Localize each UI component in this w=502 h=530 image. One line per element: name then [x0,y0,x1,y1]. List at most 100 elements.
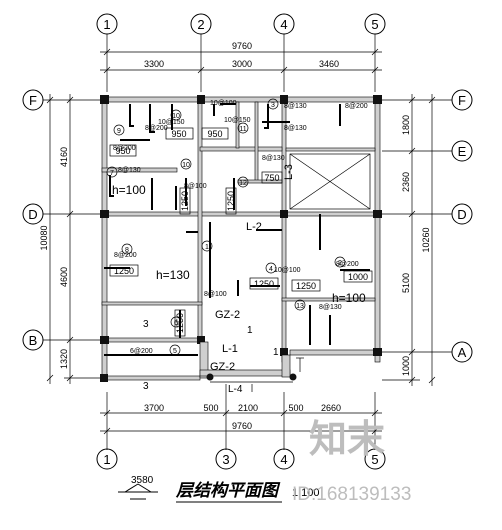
slab-thickness-2: h=130 [156,268,190,282]
rebar-number: 4 [269,266,273,273]
drawing-title: 层结构平面图 [175,481,281,500]
column-label-gz2-a: GZ-2 [215,309,240,321]
grid-label-right-A: A [458,345,467,360]
slab-thickness-1: h=100 [112,183,146,197]
rebar-spec: 8@200 [336,261,359,268]
dim-bottom-seg-2: 500 [203,403,218,413]
rebar-box [201,127,229,140]
rebar-box [261,171,283,184]
rebar-spec: 10@150 [224,117,251,124]
rebar-number: 9 [117,128,121,135]
rebar-box [179,187,191,215]
dim-bottom-seg-5: 2660 [321,403,341,413]
rebar-number: 13 [296,303,304,310]
rebar-number: 8 [125,247,129,254]
rebar-spec: 8@200 [114,252,137,259]
rebar-box-label: 950 [115,146,130,156]
grid-label-left-D: D [28,207,37,222]
beam-label-l3: L-3 [283,164,295,180]
rebar-box-label: 1250 [175,313,185,333]
grid-label-bottom-4: 4 [280,452,287,467]
dim-top-seg-3: 3460 [319,59,339,69]
dim-top-seg-1: 3300 [144,59,164,69]
right-axis-group: F E D A 1800 2360 5100 1000 10260 [382,89,473,386]
rebar-number: 1 [205,244,209,251]
rebar-box [249,277,279,290]
rebar-box [291,279,321,292]
beam-label-l2: L-2 [246,221,262,233]
grid-label-top-2: 2 [197,17,204,32]
rebar-box-label: 950 [207,129,222,139]
rebar-spec: 10@100 [210,100,237,107]
rebar-spec: 6@200 [130,348,153,355]
rebar-spec: 10@150 [158,119,185,126]
rebar-spec: 8@100 [204,291,227,298]
watermark-brand: 知末 [309,419,385,461]
rebar-box-label: 950 [171,129,186,139]
dim-right-seg-3: 5100 [401,273,411,293]
rebar-number: 6 [174,320,178,327]
rebar-spec: 10@100 [274,267,301,274]
column-label-gz2-b: GZ-2 [210,361,235,373]
section-mark-3b: 3 [143,381,149,392]
rebar-spec: 8@130 [284,103,307,110]
beam-label-l1: L-1 [222,343,238,355]
rebar-number: 11 [239,126,246,133]
rebar-box [109,144,137,157]
rebar-box [174,309,186,337]
dim-right-seg-1: 1800 [401,115,411,135]
grid-label-right-D: D [457,207,466,222]
rebar-box [225,187,237,215]
rebar-number: 5 [173,348,177,355]
rebar-box-label: 1250 [254,279,274,289]
grid-label-left-F: F [29,93,37,108]
rebar-spec: 8@200 [113,145,136,152]
grid-label-bottom-5: 5 [371,452,378,467]
dim-bottom-seg-4: 500 [288,403,303,413]
section-mark-1a: 1 [247,325,253,336]
dim-left-seg-2: 4600 [59,267,69,287]
grid-label-bottom-3: 3 [222,452,229,467]
wall-b-line [101,337,203,343]
rebar-box-label: 1000 [348,272,368,282]
rebar-spec: 8@100 [184,183,207,190]
section-mark-3a: 3 [143,319,149,330]
rebar-box [109,264,139,277]
dim-right-total: 10260 [421,227,431,252]
beam-label-l4: L-4 [228,384,243,395]
rebar-spec: 8@130 [118,167,141,174]
rebar-number: 2 [338,260,342,267]
section-mark-1b: 1 [273,347,279,358]
grid-label-left-B: B [29,333,38,348]
wall-right [374,96,381,363]
floor-plan: 950 950 950 1250 1250 1250 1250 1000 125… [100,95,382,395]
dim-right-seg-4: 1000 [401,356,411,376]
dim-top-total: 9760 [232,41,252,51]
wall-top [101,96,381,103]
grid-label-right-F: F [458,93,466,108]
grid-label-top-5: 5 [371,17,378,32]
rebar-spec: 8@130 [319,304,342,311]
bottom-axis-group: 3700 500 2100 500 2660 9760 1 3 4 5 [96,392,386,470]
dim-left-seg-3: 1320 [59,349,69,369]
rebar-number: 12 [239,180,247,187]
dim-bottom-seg-1: 3700 [144,403,164,413]
rebar-number: 10 [182,162,190,169]
rebar-number: 7 [110,170,114,177]
rebar-box-label: 1250 [296,281,316,291]
dim-left-total: 10080 [39,225,49,250]
dim-bottom-total: 9760 [232,421,252,431]
rebar-box-label: 1250 [180,191,190,211]
elevation-label: 3580 [131,475,154,486]
rebar-spec: 8@200 [345,103,368,110]
rebar-number: 3 [271,102,275,109]
grid-label-bottom-1: 1 [103,452,110,467]
grid-label-top-1: 1 [103,17,110,32]
watermark-id: ID:168139133 [292,484,411,505]
title-block: 3580 层结构平面图 1:100 [118,475,320,503]
top-axis-group: 1 2 4 5 9760 3300 3000 3460 [96,13,386,92]
rebar-spec: 8@200 [145,125,168,132]
grid-label-right-E: E [458,144,467,159]
rebar-spec: 8@130 [284,125,307,132]
